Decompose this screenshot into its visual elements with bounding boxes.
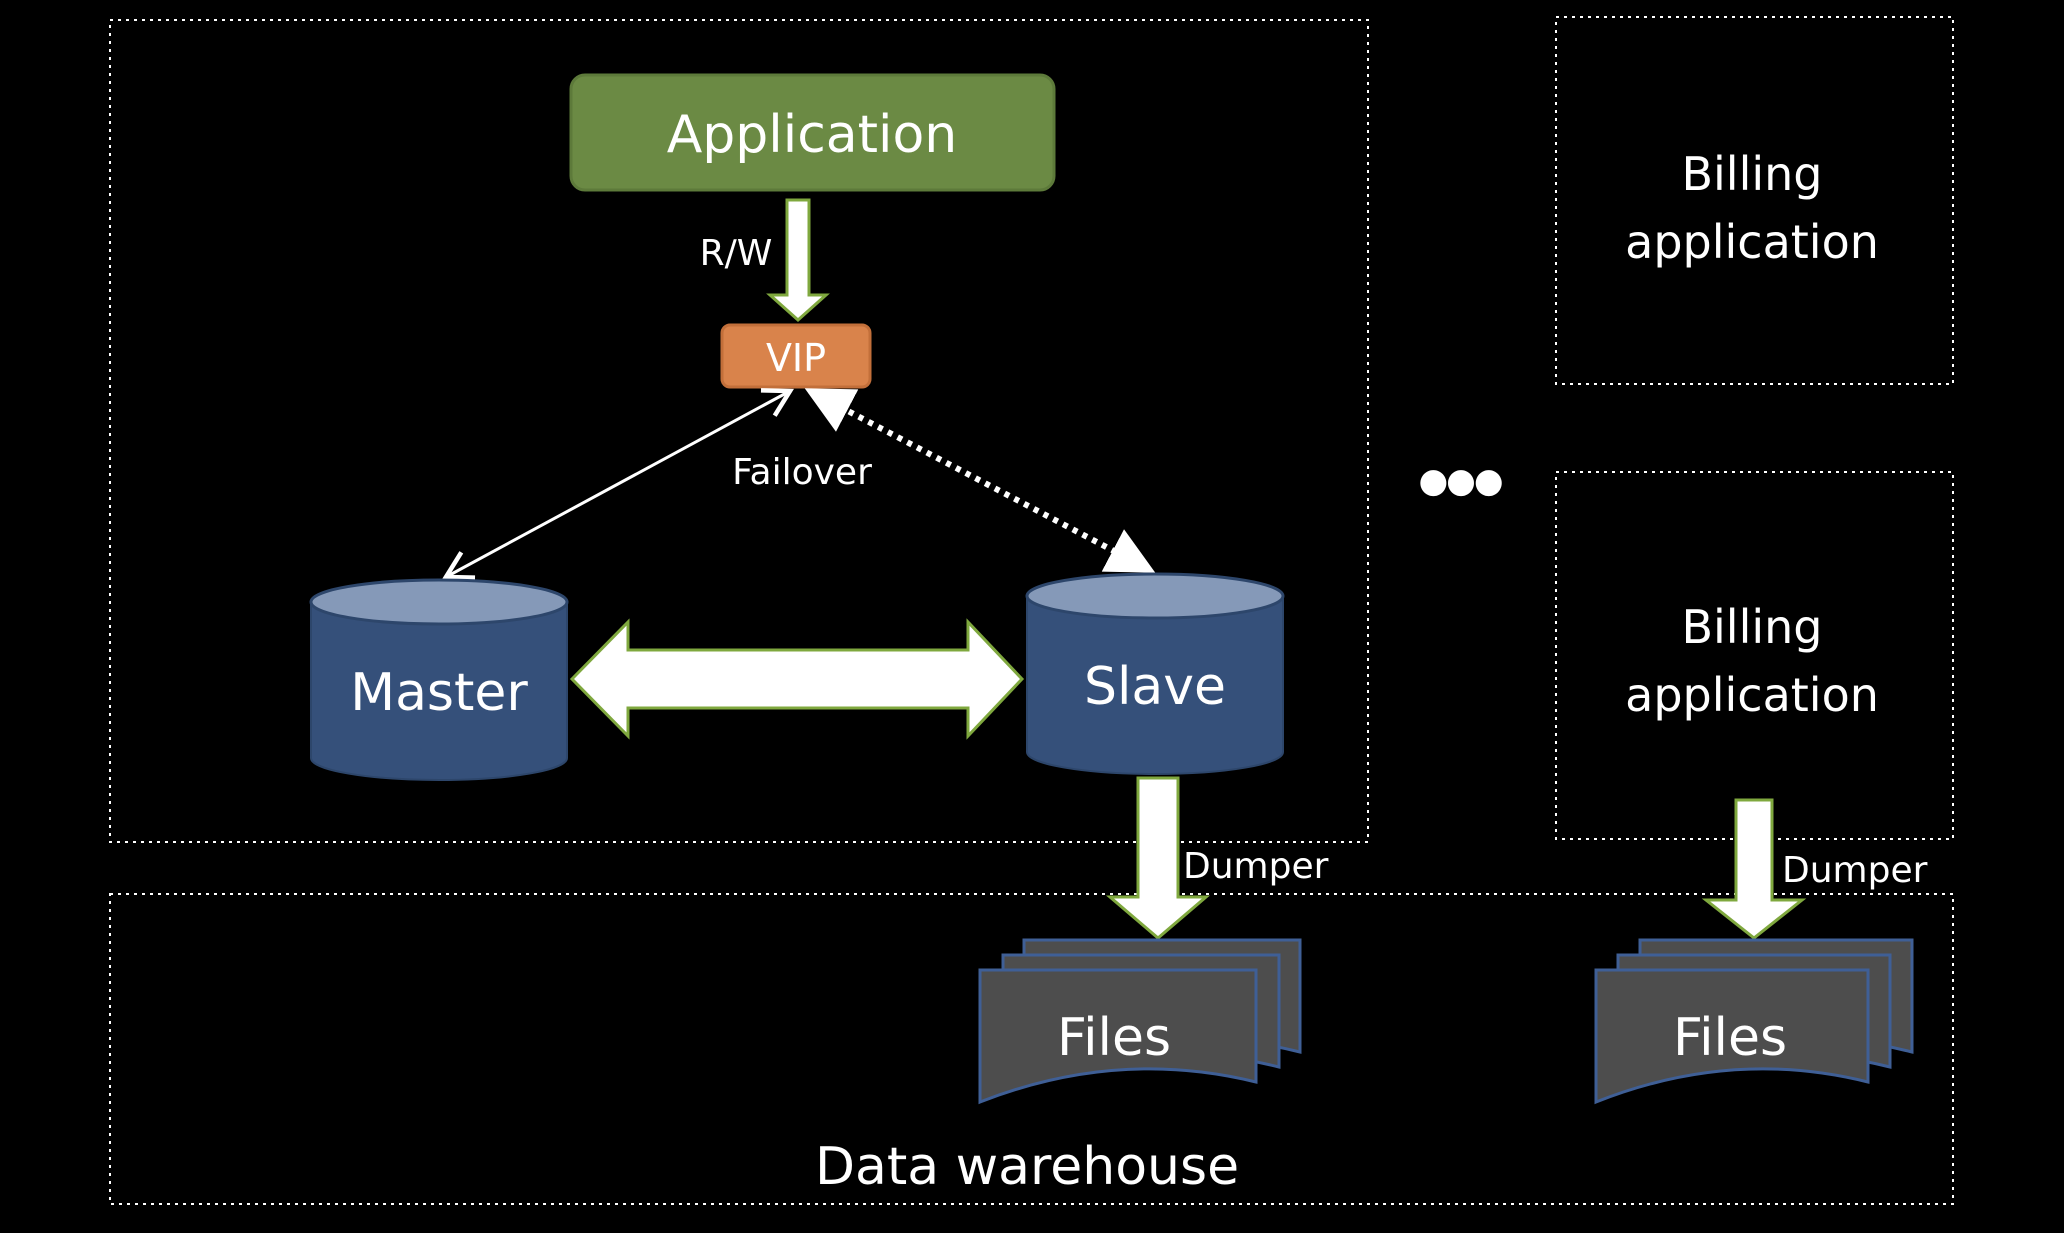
dumper-arrow-2 (1701, 798, 1807, 940)
semi-sync-label: Semi-synchronous (633, 658, 964, 699)
billing-2-line2: application (1625, 668, 1879, 722)
stacked-documents-icon (978, 938, 1302, 1105)
billing-1-line2: application (1625, 215, 1879, 269)
master-database: Master (309, 578, 569, 781)
billing-2-line1: Billing (1681, 600, 1822, 654)
data-warehouse-boundary (109, 893, 1954, 1205)
rw-label: R/W (700, 233, 773, 274)
files-stack-2: Files (1594, 938, 1914, 1105)
data-warehouse-label: Data warehouse (815, 1137, 1239, 1197)
billing-1-line1: Billing (1681, 147, 1822, 201)
files-stack-1: Files (978, 938, 1302, 1105)
cylinder-database-icon (1025, 572, 1285, 775)
vip-slave-failover-link (804, 388, 1156, 573)
vip-master-link (442, 388, 794, 580)
rw-arrow (766, 198, 830, 323)
dumper-arrow-1 (1105, 776, 1211, 940)
master-label: Master (350, 663, 528, 723)
billing-box-2 (1555, 471, 1954, 840)
ellipsis-more-icon: ●●● (1418, 461, 1501, 501)
semi-sync-arrow (569, 618, 1025, 740)
failover-label: Failover (732, 452, 872, 493)
billing-box-1 (1555, 16, 1954, 385)
cylinder-database-icon (309, 578, 569, 781)
vip-label: VIP (766, 336, 826, 380)
slave-database: Slave (1025, 572, 1285, 775)
application-label: Application (667, 105, 958, 165)
dumper-label-2: Dumper (1782, 850, 1928, 891)
slave-label: Slave (1084, 657, 1226, 717)
application-box: Application (569, 73, 1056, 192)
vip-box: VIP (720, 323, 872, 389)
files-label-2: Files (1673, 1008, 1787, 1068)
files-label-1: Files (1057, 1008, 1171, 1068)
dumper-label-1: Dumper (1183, 846, 1329, 887)
stacked-documents-icon (1594, 938, 1914, 1105)
